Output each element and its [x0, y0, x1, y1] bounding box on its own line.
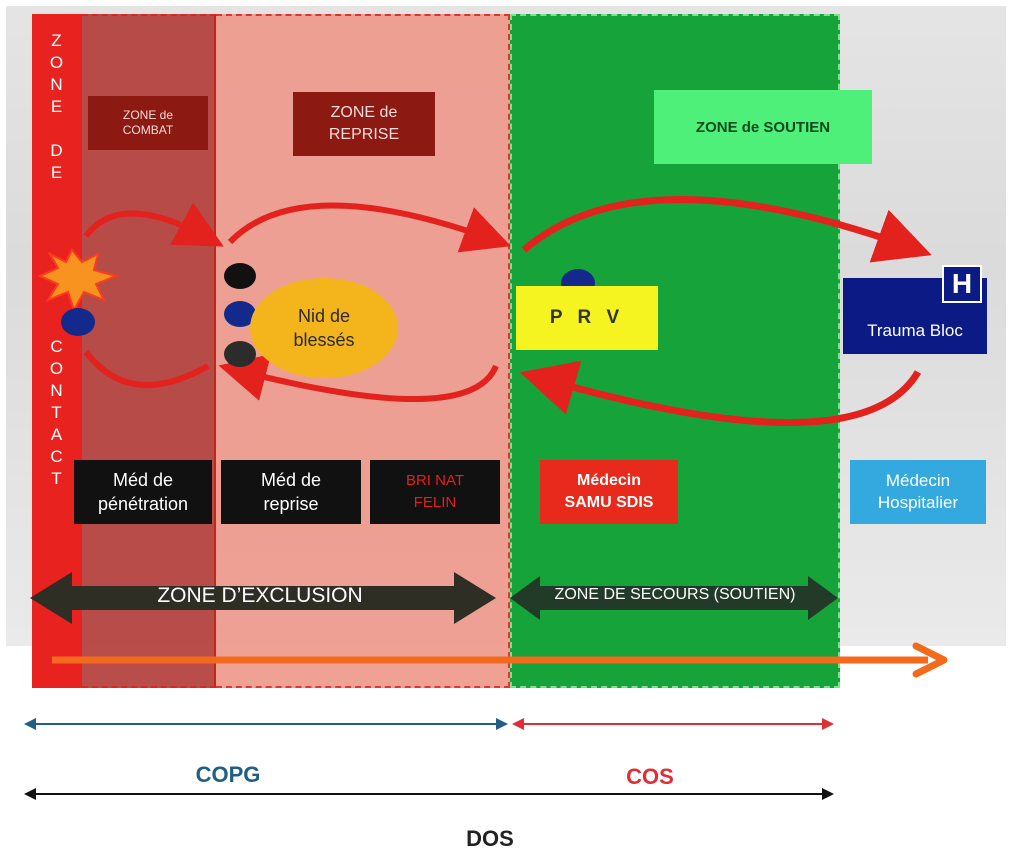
secours-double-arrow	[510, 576, 838, 620]
flow-arrow-soutien-top	[521, 196, 932, 263]
casualty-dot	[61, 308, 95, 336]
letter: N	[50, 75, 64, 94]
letter: E	[50, 97, 64, 116]
role-bri-nat-felin: BRI NAT FELIN	[370, 460, 500, 524]
letter: C	[50, 447, 64, 466]
flow-arrow-reprise-top	[227, 202, 511, 253]
casualty-dot	[224, 341, 256, 367]
secours-zone-label: ZONE DE SECOURS (SOUTIEN)	[554, 586, 796, 603]
hospital-icon: H	[942, 265, 982, 303]
zone-contact-strip	[32, 14, 82, 688]
role-medecin-samu: Médecin SAMU SDIS	[540, 460, 678, 524]
orange-arrowhead	[912, 642, 948, 678]
zone-soutien-label: ZONE de SOUTIEN	[654, 90, 872, 164]
zone-combat-label: ZONE de COMBAT	[88, 96, 208, 150]
role-medecin-hospitalier: Médecin Hospitalier	[850, 460, 986, 524]
explosion-icon	[37, 248, 120, 313]
copg-label: COPG	[195, 762, 261, 787]
letter: C	[50, 337, 64, 356]
zone-combat-border	[82, 14, 216, 688]
exclusion-zone-label: ZONE D’EXCLUSION	[157, 584, 363, 607]
letter: Z	[51, 31, 63, 50]
letter: O	[49, 359, 65, 378]
prv-box: P R V	[516, 286, 658, 350]
letter: E	[50, 163, 64, 182]
letter: D	[50, 141, 64, 160]
letter: O	[49, 53, 65, 72]
exclusion-double-arrow	[30, 572, 496, 624]
casualty-dot	[224, 263, 256, 289]
letter: A	[50, 425, 64, 444]
cos-label: COS	[626, 764, 674, 789]
casualty-dot	[224, 301, 256, 327]
role-med-reprise: Méd de reprise	[221, 460, 361, 524]
flow-arrow-soutien-bottom	[519, 360, 922, 427]
letter: T	[51, 469, 63, 488]
nid-de-blesses: Nid de blessés	[250, 278, 398, 378]
role-med-penetration: Méd de pénétration	[74, 460, 212, 524]
zone-reprise-label: ZONE de REPRISE	[293, 92, 435, 156]
zone-contact-vertical-label: Z O N E D E C O N T A C T	[32, 30, 82, 490]
letter: T	[51, 403, 63, 422]
flow-arrow-combat-top	[83, 202, 224, 247]
flow-arrow-reprise-bottom	[218, 354, 499, 402]
letter: N	[50, 381, 64, 400]
dos-label: DOS	[466, 826, 514, 851]
flow-arrow-combat-bottom	[83, 350, 210, 388]
